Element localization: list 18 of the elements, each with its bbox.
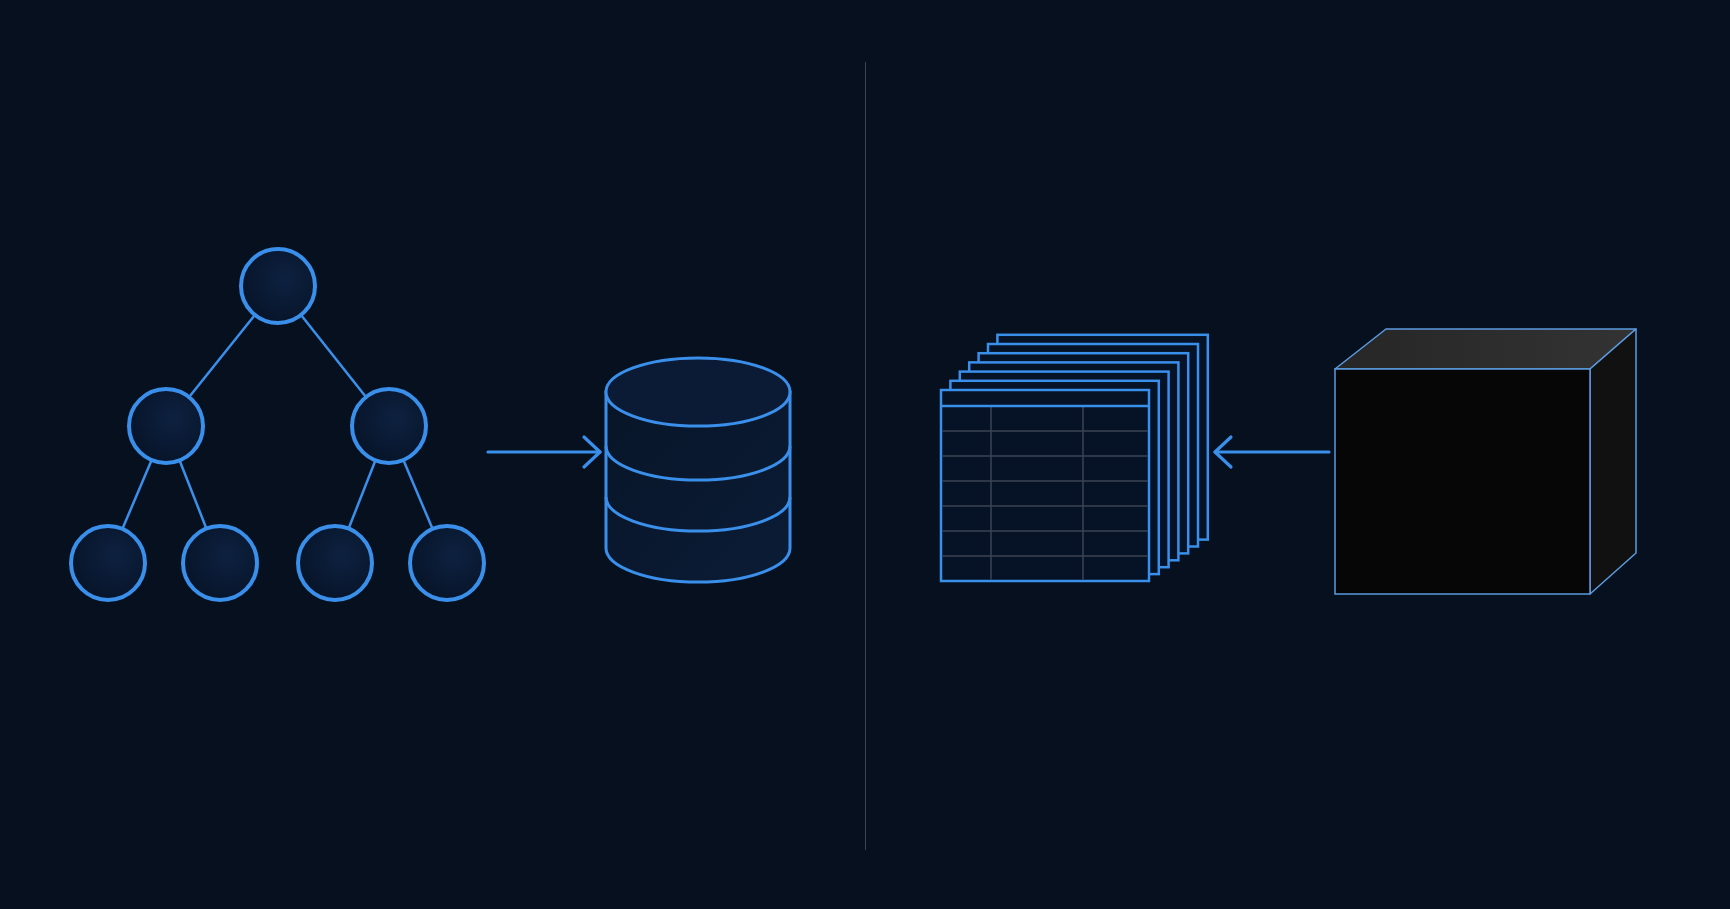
tree-node-circle [67,522,149,604]
tree-node-circle [179,522,261,604]
tree-node-circle [294,522,376,604]
tree-branch-line [301,315,366,397]
tree-branch-line [402,460,434,529]
database-cylinder [604,354,792,586]
tree-node-circle [406,522,488,604]
tree-node-circle [125,385,207,467]
arrow [1213,435,1331,469]
tree-node-circle [237,245,319,327]
arrow [486,435,602,469]
table-stack [939,333,1211,583]
tree-branch-line [348,461,376,528]
tree-node-circle [348,385,430,467]
cube [1333,327,1638,597]
tree-branch-line [179,461,207,528]
tree-branch-line [121,460,153,529]
tree-branch-line [189,315,255,397]
